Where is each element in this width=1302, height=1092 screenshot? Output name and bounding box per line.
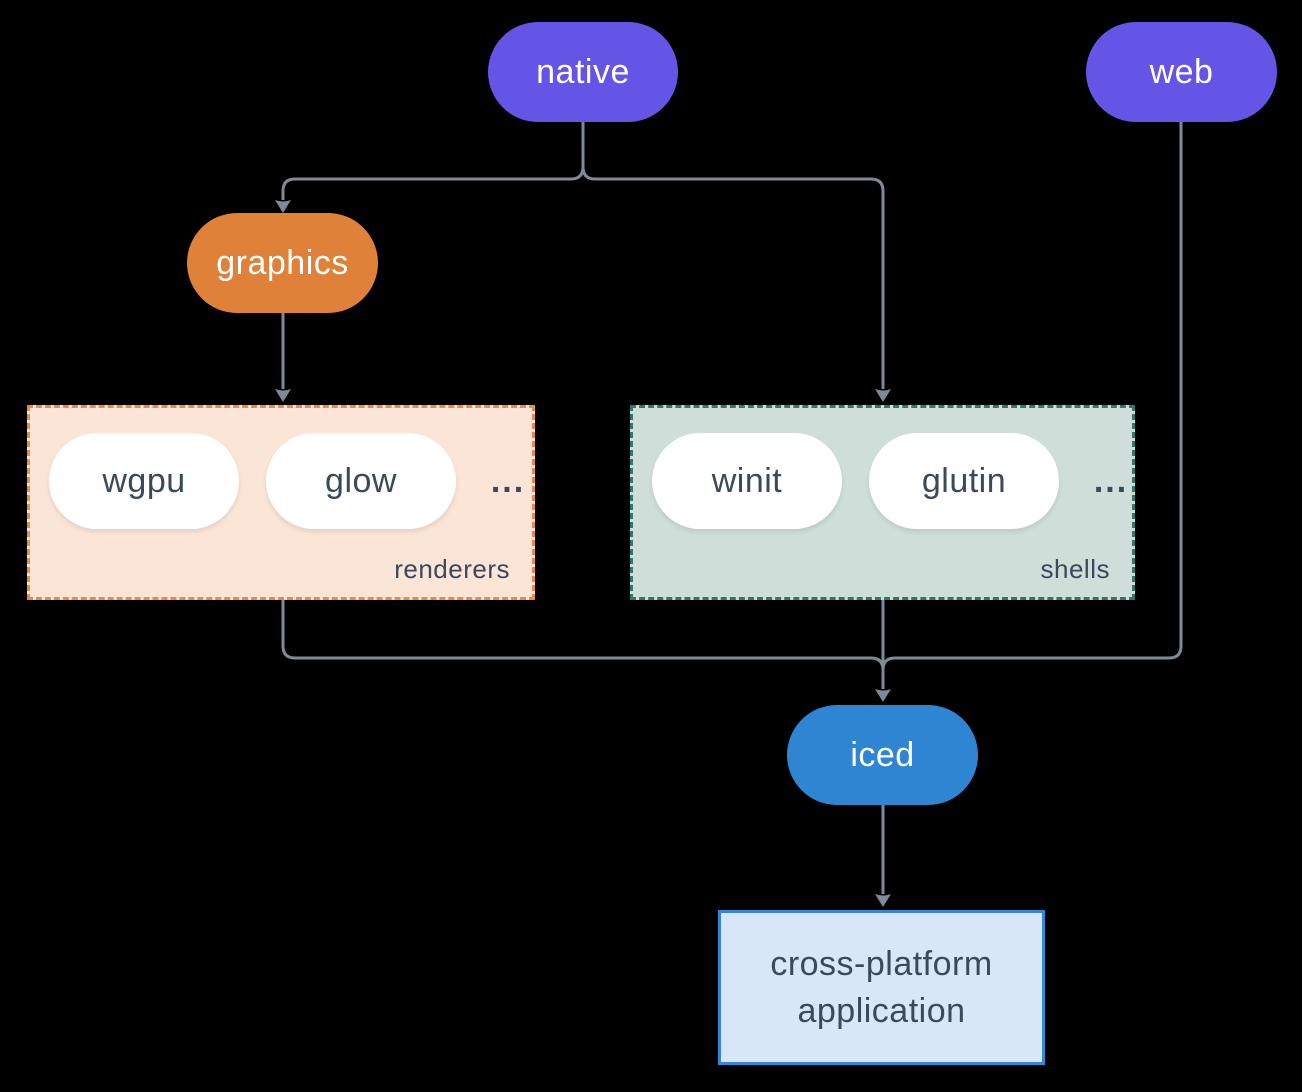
node-native: native <box>488 22 678 122</box>
arrowhead-into-renderers <box>275 389 291 402</box>
node-glutin: glutin <box>869 433 1059 529</box>
application-label-line1: cross-platform <box>770 944 993 983</box>
shells-group-label: shells <box>1040 554 1110 584</box>
node-glutin-label: glutin <box>921 461 1007 500</box>
group-renderers: wgpu glow ... renderers <box>27 405 535 600</box>
shells-ellipsis: ... <box>1093 461 1129 500</box>
connector-native-to-graphics <box>281 122 585 200</box>
node-winit: winit <box>652 433 842 529</box>
node-graphics-label: graphics <box>216 243 349 282</box>
arrowhead-into-graphics <box>275 200 291 213</box>
node-wgpu: wgpu <box>49 433 239 529</box>
renderers-group-label: renderers <box>394 554 510 584</box>
arrowhead-into-iced <box>875 689 891 702</box>
node-iced-label: iced <box>850 735 915 774</box>
node-glow-label: glow <box>325 461 397 500</box>
application-label-line2: application <box>797 991 966 1030</box>
node-winit-label: winit <box>711 461 783 500</box>
node-wgpu-label: wgpu <box>102 461 186 500</box>
node-iced: iced <box>787 705 978 805</box>
arrowhead-into-shells <box>875 389 891 402</box>
node-glow: glow <box>266 433 456 529</box>
node-web-label: web <box>1149 52 1214 91</box>
node-cross-platform-application: cross-platform application <box>718 910 1045 1065</box>
node-web: web <box>1086 22 1277 122</box>
node-native-label: native <box>536 52 630 91</box>
connector-native-to-shells <box>581 122 885 389</box>
arrowhead-into-application <box>875 894 891 907</box>
node-graphics: graphics <box>187 213 378 313</box>
group-shells: winit glutin ... shells <box>630 405 1135 600</box>
renderers-ellipsis: ... <box>490 461 526 500</box>
connector-renderers-to-merge <box>281 600 885 671</box>
